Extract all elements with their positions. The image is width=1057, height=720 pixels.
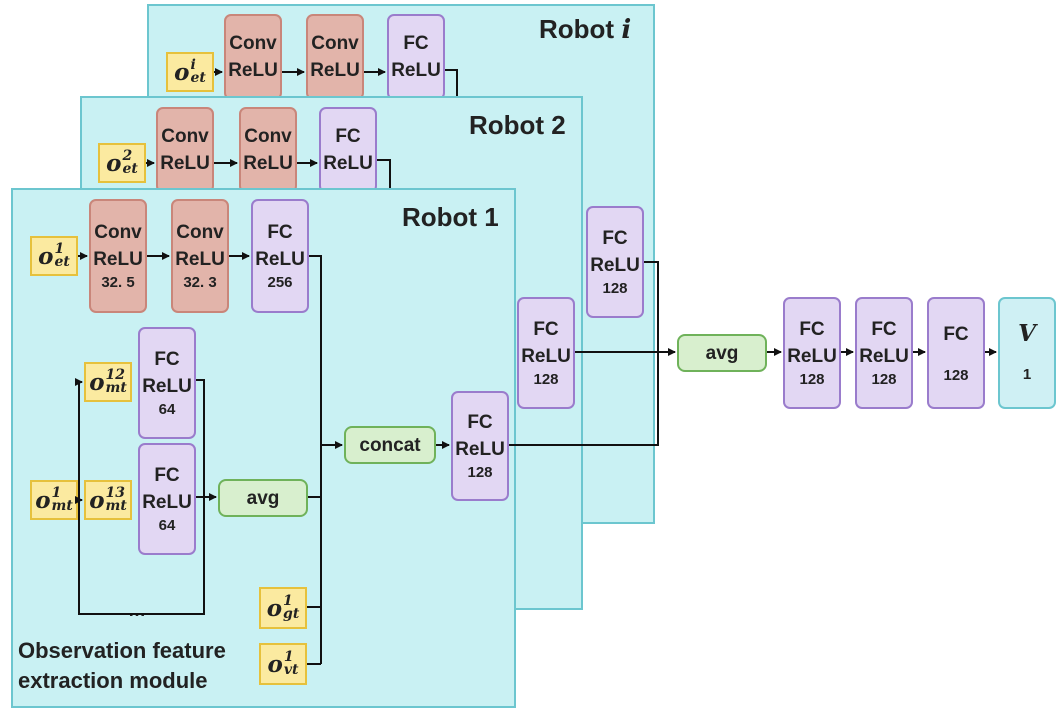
robot-1-concat-block: concat xyxy=(344,426,436,464)
module-caption: Observation feature extraction module xyxy=(18,638,226,693)
robot-1-avg-block: avg xyxy=(218,479,308,517)
head-avg-block: avg xyxy=(677,334,767,372)
robot-1-title: Robot 1 xyxy=(402,202,499,232)
robot-i-title: Robot i xyxy=(539,14,632,45)
robot-2-title: Robot 2 xyxy=(469,110,566,140)
